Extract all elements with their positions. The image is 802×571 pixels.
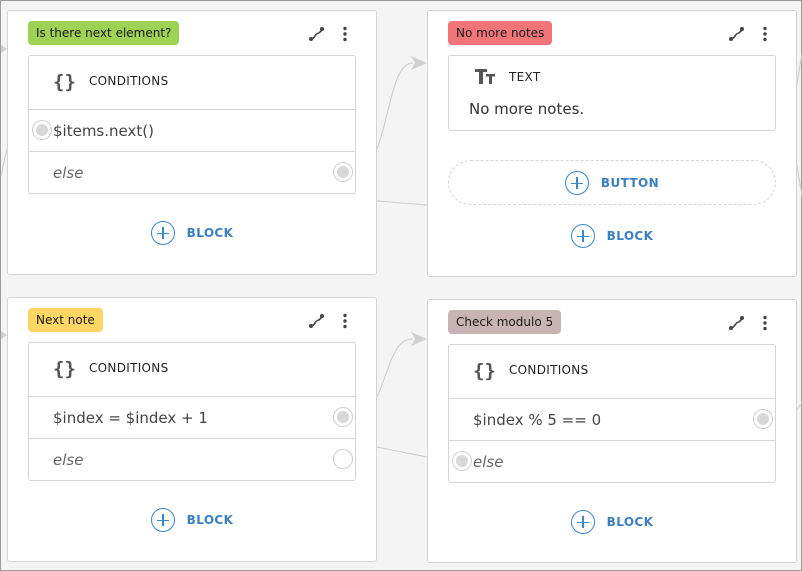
node-title[interactable]: Is there next element? (28, 21, 180, 45)
conditions-block[interactable]: {} CONDITIONS $items.next() else (28, 55, 356, 194)
connect-path-icon[interactable] (728, 314, 746, 332)
condition-row-else[interactable]: else (29, 438, 355, 480)
plus-circle-icon (150, 508, 175, 532)
node-header: No more notes (448, 21, 776, 45)
add-block-button[interactable]: BLOCK (8, 506, 376, 534)
curly-braces-icon: {} (53, 71, 76, 93)
block-label: CONDITIONS (89, 361, 169, 375)
node-check-modulo-5[interactable]: Check modulo 5 {} CONDITIONS $index % 5 … (427, 299, 797, 563)
add-block-label: BLOCK (186, 226, 234, 240)
node-header: Is there next element? (28, 21, 356, 45)
connection-port[interactable] (32, 120, 52, 140)
else-label: else (53, 451, 84, 469)
block-header: {} CONDITIONS (29, 343, 355, 396)
condition-expression: $items.next() (53, 122, 154, 140)
node-no-more-notes[interactable]: No more notes TEXT No more notes. BUTTON… (427, 10, 797, 277)
arrow-head (411, 56, 427, 70)
node-header: Check modulo 5 (448, 310, 776, 334)
conditions-block[interactable]: {} CONDITIONS $index % 5 == 0 else (448, 344, 776, 483)
condition-row-else[interactable]: else (29, 151, 355, 193)
connection-port[interactable] (333, 407, 353, 427)
plus-circle-icon (564, 171, 589, 195)
connect-path-icon[interactable] (728, 25, 746, 43)
plus-circle-icon (150, 221, 175, 245)
block-label: CONDITIONS (509, 363, 589, 377)
block-label: TEXT (509, 70, 541, 84)
more-vertical-icon[interactable] (756, 314, 774, 332)
arrow-head (411, 332, 427, 346)
plus-circle-icon (570, 224, 595, 248)
block-header: {} CONDITIONS (29, 56, 355, 109)
add-block-label: BLOCK (606, 229, 654, 243)
more-vertical-icon[interactable] (756, 25, 774, 43)
connect-path-icon[interactable] (308, 312, 326, 330)
condition-expression: $index % 5 == 0 (473, 411, 602, 429)
add-block-label: BLOCK (186, 513, 234, 527)
block-header: TEXT (449, 56, 775, 100)
connection-port[interactable] (333, 449, 353, 469)
node-is-there-next-element[interactable]: Is there next element? {} CONDITIONS $it… (7, 10, 377, 275)
add-block-button[interactable]: BLOCK (428, 222, 796, 250)
condition-row[interactable]: $index = $index + 1 (29, 396, 355, 438)
add-block-button[interactable]: BLOCK (8, 219, 376, 247)
condition-row[interactable]: $index % 5 == 0 (449, 398, 775, 440)
curly-braces-icon: {} (53, 358, 76, 380)
condition-row-else[interactable]: else (449, 440, 775, 482)
block-header: {} CONDITIONS (449, 345, 775, 398)
node-title[interactable]: No more notes (448, 21, 553, 45)
conditions-block[interactable]: {} CONDITIONS $index = $index + 1 else (28, 342, 356, 481)
connection-port[interactable] (452, 451, 472, 471)
text-block[interactable]: TEXT No more notes. (448, 55, 776, 131)
else-label: else (473, 453, 504, 471)
connection-port[interactable] (753, 409, 773, 429)
add-button-area[interactable]: BUTTON (448, 160, 776, 205)
connection-port[interactable] (333, 162, 353, 182)
add-block-label: BLOCK (606, 515, 654, 529)
condition-expression: $index = $index + 1 (53, 409, 208, 427)
node-title[interactable]: Next note (28, 308, 103, 332)
text-format-icon (473, 66, 497, 90)
else-label: else (53, 164, 84, 182)
node-header: Next note (28, 308, 356, 332)
add-button-label: BUTTON (600, 176, 660, 190)
node-title[interactable]: Check modulo 5 (448, 310, 562, 334)
connect-path-icon[interactable] (308, 25, 326, 43)
more-vertical-icon[interactable] (336, 25, 354, 43)
curly-braces-icon: {} (473, 360, 496, 382)
block-label: CONDITIONS (89, 74, 169, 88)
add-block-button[interactable]: BLOCK (428, 508, 796, 536)
text-content[interactable]: No more notes. (469, 100, 585, 118)
more-vertical-icon[interactable] (336, 312, 354, 330)
node-next-note[interactable]: Next note {} CONDITIONS $index = $index … (7, 297, 377, 562)
add-button-button[interactable]: BUTTON (449, 169, 775, 197)
condition-row[interactable]: $items.next() (29, 109, 355, 151)
plus-circle-icon (570, 510, 595, 534)
